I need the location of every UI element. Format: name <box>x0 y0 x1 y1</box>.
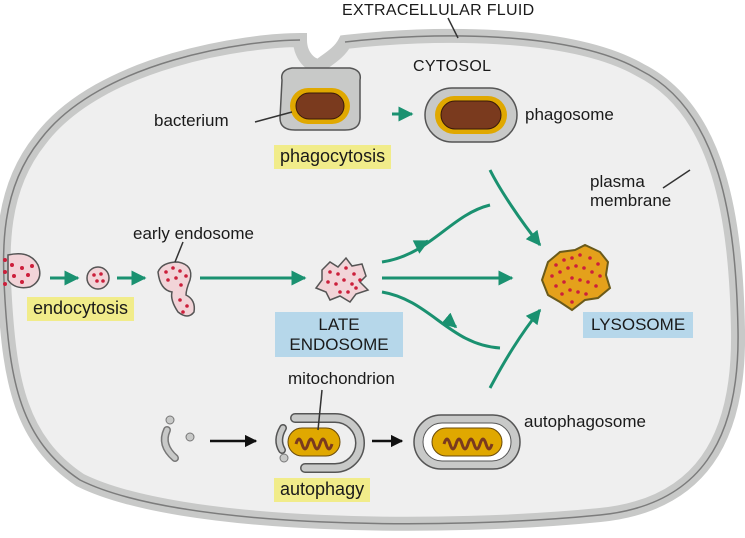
lysosome <box>540 243 612 312</box>
arrow-phagosome-to-lysosome <box>488 169 542 247</box>
mitochondrion-pointer <box>317 389 323 431</box>
arrow-late-lower <box>381 290 501 350</box>
label-bacterium: bacterium <box>154 111 229 130</box>
membrane-fragments <box>160 415 195 462</box>
arrow-autophagosome-to-lysosome <box>488 308 542 389</box>
tag-late-endosome: LATE ENDOSOME <box>275 312 403 358</box>
tag-autophagy: autophagy <box>274 478 371 502</box>
label-plasma-membrane: plasma membrane <box>590 172 672 210</box>
label-autophagosome: autophagosome <box>524 412 646 431</box>
label-mitochondrion: mitochondrion <box>288 369 395 388</box>
autophagosome <box>413 414 521 470</box>
endocytosis-pit <box>3 253 41 289</box>
phagosome <box>424 87 518 143</box>
label-cytosol: CYTOSOL <box>413 58 492 75</box>
label-extracellular-fluid: EXTRACELLULAR FLUID <box>342 2 535 19</box>
bacterium-pointer <box>254 111 293 123</box>
label-phagosome: phagosome <box>525 105 614 124</box>
small-vesicle <box>86 266 110 290</box>
tag-lysosome: LYSOSOME <box>583 312 694 338</box>
label-early-endosome: early endosome <box>133 224 254 243</box>
early-endosome <box>157 261 196 317</box>
plasma-membrane-pointer <box>662 169 691 189</box>
tag-endocytosis: endocytosis <box>27 297 135 321</box>
arrow-late-upper <box>381 203 491 264</box>
plasma-membrane <box>0 28 745 531</box>
phagocytosis-vesicle <box>279 67 362 131</box>
late-endosome <box>314 256 370 303</box>
phagophore <box>275 413 365 473</box>
early-endosome-pointer <box>174 241 184 263</box>
tag-phagocytosis: phagocytosis <box>274 145 392 169</box>
extracellular-pointer <box>447 17 459 39</box>
